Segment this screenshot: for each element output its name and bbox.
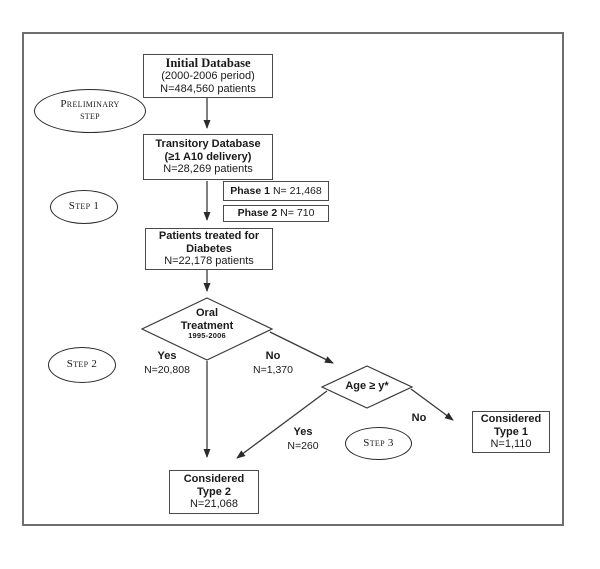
patients-treated-line2: Diabetes [186,242,232,255]
oral-treatment-label: Oral Treatment 1995-2006 [157,307,257,341]
oral-line2: Treatment [180,319,234,332]
oral-line1: Oral [195,307,218,319]
initial-database-title: Initial Database [165,55,251,70]
age-yes-text: Yes [293,426,313,438]
type1-line2: Type 1 [493,425,529,438]
type2-line2: Type 2 [196,485,232,498]
transitory-database-box: Transitory Database (≥1 A10 delivery) N=… [143,134,273,180]
oral-no-text: No [265,350,281,362]
age-no-label: No [402,412,436,426]
type2-n: N=21,068 [189,498,238,511]
phase2-box: Phase 2 N= 710 [223,205,329,222]
initial-database-box: Initial Database (2000-2006 period) N=48… [143,54,273,98]
type1-line1: Considered [480,412,542,425]
phase1-label: Phase 1 [230,184,270,197]
phase1-n: N= 21,468 [272,184,322,197]
age-yes-n: N=260 [287,439,319,452]
type1-n: N=1,110 [490,438,532,451]
oral-no-n: N=1,370 [253,363,293,376]
age-no-text: No [411,412,427,424]
step3-ellipse: Step 3 [345,427,412,460]
considered-type2-box: Considered Type 2 N=21,068 [169,470,259,514]
type2-line1: Considered [183,472,245,485]
step1-label: Step 1 [68,200,100,213]
phase2-label: Phase 2 [237,207,278,220]
patients-treated-line1: Patients treated for [158,229,260,242]
oral-yes-n: N=20,808 [144,363,190,376]
age-decision-diamond [320,365,414,409]
step2-label: Step 2 [66,358,98,371]
preliminary-step-line2: step [80,110,100,122]
step3-label: Step 3 [363,436,394,449]
step2-ellipse: Step 2 [48,347,116,383]
preliminary-step-ellipse: Preliminary step [34,89,146,133]
considered-type1-box: Considered Type 1 N=1,110 [472,411,550,453]
step1-ellipse: Step 1 [50,190,118,224]
transitory-database-title: Transitory Database [155,137,261,150]
arrow-age-no-to-type1 [410,388,454,421]
phase1-box: Phase 1 N= 21,468 [223,181,329,201]
age-yes-label: Yes N=260 [273,426,333,453]
preliminary-step-line1: Preliminary [60,98,120,111]
oral-treatment-diamond [140,297,274,361]
patients-treated-box: Patients treated for Diabetes N=22,178 p… [145,228,273,270]
transitory-database-n: N=28,269 patients [163,163,253,176]
patients-treated-n: N=22,178 patients [164,255,254,268]
initial-database-period: (2000-2006 period) [161,70,255,83]
oral-years: 1995-2006 [188,331,226,341]
arrow-age-yes-to-type2 [236,390,328,459]
oral-no-label: No N=1,370 [243,350,303,377]
initial-database-n: N=484,560 patients [160,83,256,96]
oral-yes-label: Yes N=20,808 [137,350,197,377]
oral-yes-text: Yes [157,350,177,362]
phase2-n: N= 710 [280,207,315,220]
arrow-oral-no-to-age [269,331,334,364]
age-decision-label: Age ≥ y* [345,380,389,392]
transitory-database-criteria: (≥1 A10 delivery) [164,150,252,163]
